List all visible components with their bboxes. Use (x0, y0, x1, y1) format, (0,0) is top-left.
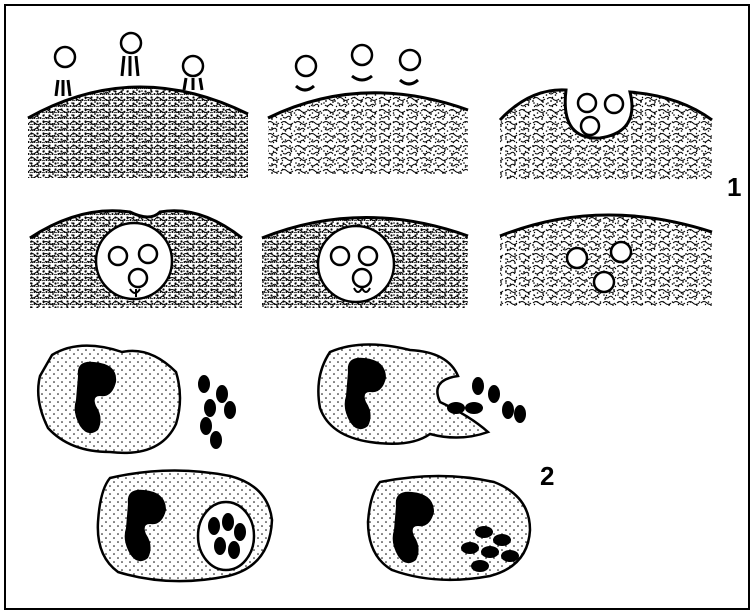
phagocyte-phagosome (98, 470, 272, 581)
particle (353, 269, 371, 287)
particle (578, 94, 596, 112)
stage-3-invagination (500, 90, 712, 180)
receptor-bound-particle (183, 56, 203, 90)
particle (129, 269, 147, 287)
receptor-bound-particle (296, 56, 316, 90)
particle (611, 242, 631, 262)
phagocyte-digestion (368, 476, 530, 580)
receptor-bound-particle (400, 50, 420, 84)
stage-1-attachment (28, 33, 248, 178)
particle (567, 248, 587, 268)
particle (594, 272, 614, 292)
phagocyte-body (368, 476, 530, 580)
particle (605, 95, 623, 113)
particle (139, 245, 157, 263)
series-label-1: 1 (727, 174, 741, 200)
forming-phagosome (96, 223, 172, 299)
stage-2-clustering (268, 45, 468, 174)
receptor-bound-particle (121, 33, 141, 76)
phagocyte-body (318, 344, 488, 443)
particle (331, 247, 349, 265)
phagocyte-approach (38, 346, 236, 453)
receptor-bound-particle (55, 47, 75, 96)
bacteria-cluster (198, 375, 236, 449)
particle (109, 247, 127, 265)
phagosome (198, 502, 254, 570)
stage-6-digestion (500, 215, 712, 306)
phagocyte-engulfing (318, 344, 526, 443)
particle (581, 117, 599, 135)
particle (359, 247, 377, 265)
series-label-2: 2 (540, 463, 554, 489)
stage-5-phagosome (262, 217, 468, 308)
receptor-bound-particle (352, 45, 372, 80)
stage-4-closing (30, 211, 242, 308)
phagocyte-body (38, 346, 180, 453)
